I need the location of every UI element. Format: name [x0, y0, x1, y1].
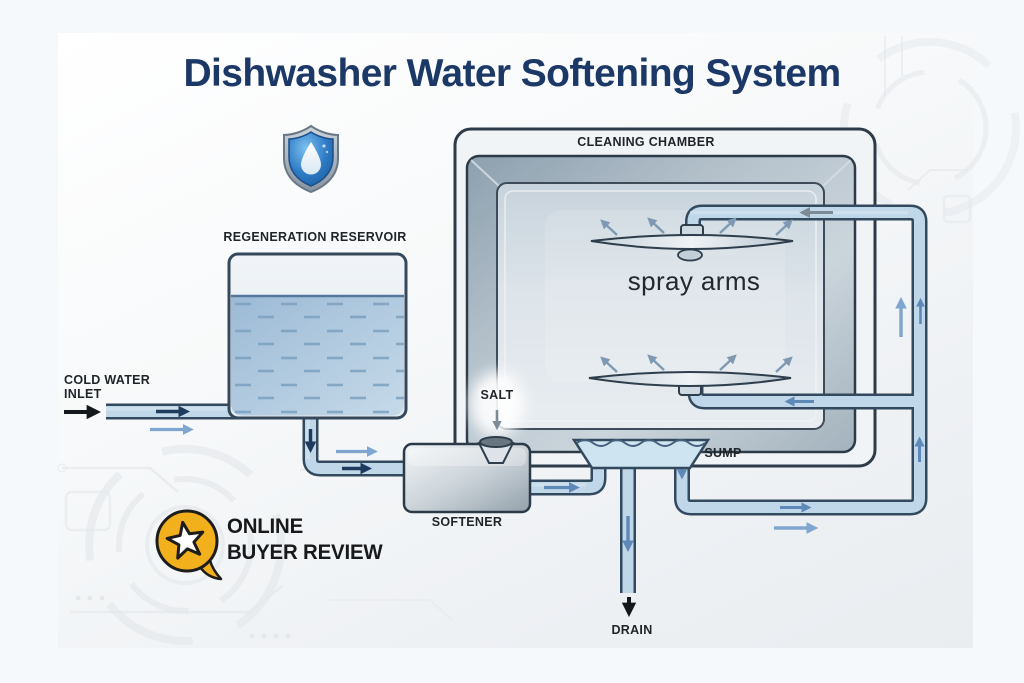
shield-water-drop-icon — [283, 124, 339, 194]
label-drain: DRAIN — [611, 623, 653, 637]
softener-unit — [402, 442, 532, 514]
page-title: Dishwasher Water Softening System — [183, 52, 841, 95]
label-cleaning-chamber: CLEANING CHAMBER — [577, 135, 715, 149]
star-speech-bubble-icon — [155, 509, 223, 581]
label-cold-water-line1: COLD WATER — [64, 373, 151, 387]
badge-text: ONLINE BUYER REVIEW — [227, 514, 383, 565]
label-softener: SOFTENER — [431, 515, 503, 529]
label-cold-water-line2: INLET — [64, 386, 102, 401]
label-regeneration-reservoir: REGENERATION RESERVOIR — [223, 230, 407, 244]
label-salt: SALT — [480, 388, 514, 402]
label-sump: SUMP — [704, 446, 742, 460]
label-cold-water-inlet: COLD WATER INLET — [64, 373, 151, 401]
sump-basin — [571, 438, 711, 470]
spray-direction-arrows — [600, 217, 793, 373]
spray-arm-top — [590, 224, 794, 262]
label-spray-arms: spray arms — [627, 266, 761, 296]
salt-funnel — [470, 371, 524, 464]
badge-line1: ONLINE — [227, 514, 304, 538]
badge-line2: BUYER REVIEW — [227, 539, 383, 564]
regeneration-reservoir-tank — [227, 252, 408, 420]
spray-arm-bottom — [588, 371, 792, 396]
